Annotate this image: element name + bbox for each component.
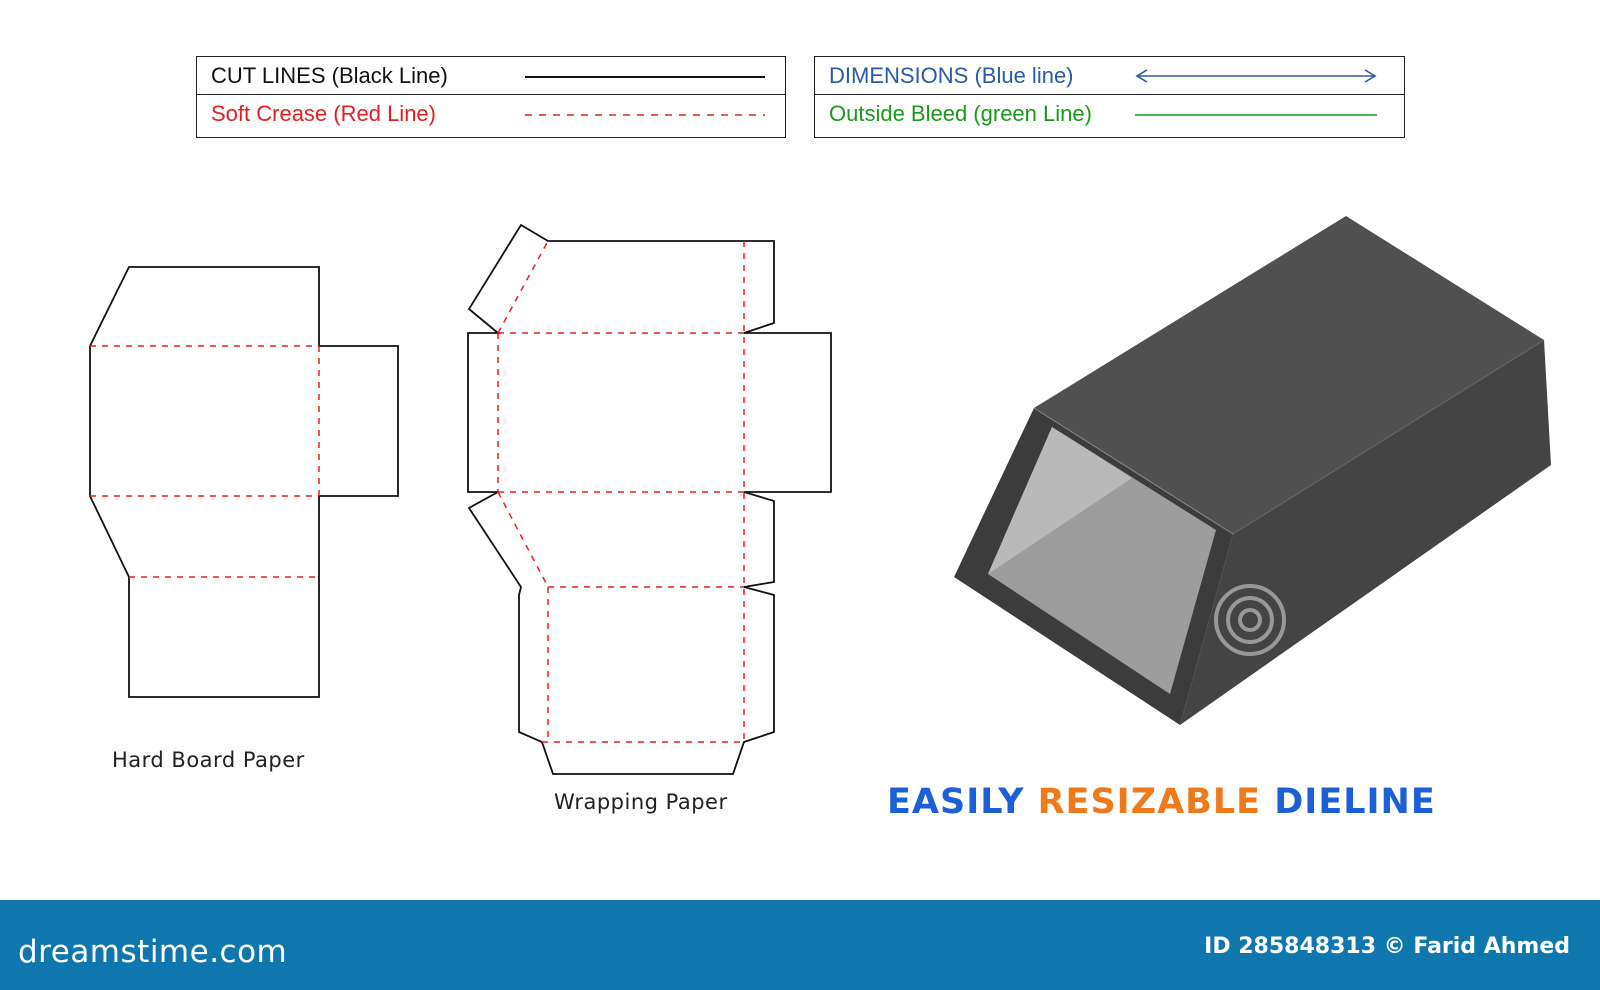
legend-left-box: CUT LINES (Black Line) Soft Crease (Red …	[196, 56, 786, 138]
hard-board-crease-lines	[90, 345, 320, 578]
outside-bleed-sample	[1135, 114, 1377, 116]
legend-outside-bleed-row: Outside Bleed (green Line)	[815, 95, 1404, 133]
headline-dieline: DIELINE	[1274, 782, 1436, 822]
hard-board-cut-outline	[89, 266, 399, 698]
box-top-face	[1034, 216, 1544, 534]
headline-easily: EASILY	[887, 782, 1025, 822]
soft-crease-label: Soft Crease (Red Line)	[211, 101, 436, 126]
outside-bleed-label: Outside Bleed (green Line)	[829, 101, 1092, 126]
cut-lines-label: CUT LINES (Black Line)	[211, 62, 448, 88]
wrapping-caption: Wrapping Paper	[554, 790, 728, 814]
legend-soft-crease-row: Soft Crease (Red Line)	[197, 95, 785, 133]
spiral-watermark-icon	[1214, 584, 1286, 656]
dieline-diagram	[89, 216, 1551, 775]
box-window-shade	[988, 427, 1132, 574]
box-right-face	[1180, 340, 1551, 725]
dimension-arrow-icon	[1135, 69, 1377, 83]
hard-board-caption: Hard Board Paper	[112, 748, 305, 772]
wrapping-crease-lines	[497, 240, 745, 743]
dimensions-label: DIMENSIONS (Blue line)	[829, 62, 1074, 88]
cut-line-sample	[525, 76, 765, 78]
headline: EASILY RESIZABLE DIELINE	[887, 782, 1436, 822]
footer-credit: ID 285848313 © Farid Ahmed	[1204, 934, 1570, 959]
legend-cut-lines-row: CUT LINES (Black Line)	[197, 57, 785, 95]
soft-crease-sample	[525, 114, 765, 116]
wrapping-dieline	[467, 223, 832, 775]
legend-dimensions-row: DIMENSIONS (Blue line)	[815, 57, 1404, 95]
box-3d-render	[954, 216, 1551, 725]
headline-resizable: RESIZABLE	[1037, 782, 1262, 822]
footer-bar: dreamstime.com ID 285848313 © Farid Ahme…	[0, 900, 1600, 990]
legend-right-box: DIMENSIONS (Blue line) Outside Bleed (gr…	[814, 56, 1405, 138]
hard-board-dieline	[89, 266, 399, 698]
footer-logo[interactable]: dreamstime.com	[18, 934, 288, 970]
wrapping-cut-outline	[467, 223, 832, 775]
